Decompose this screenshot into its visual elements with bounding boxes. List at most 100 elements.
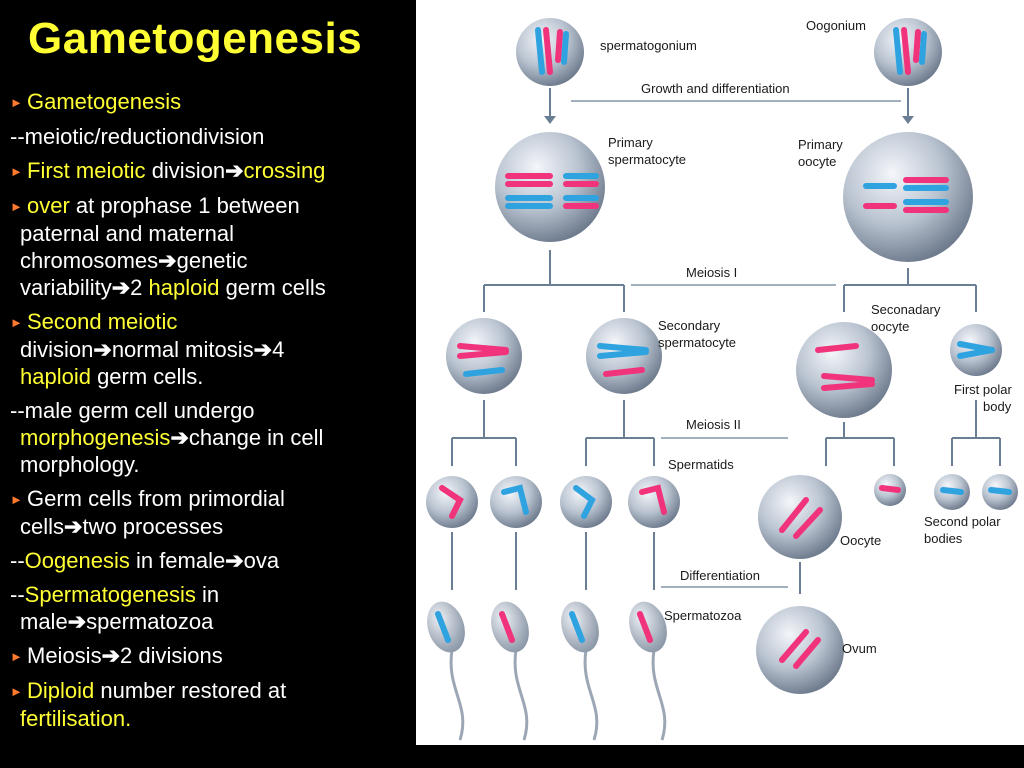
- highlighted-term: haploid: [20, 364, 91, 389]
- primary-oocyte-cell: [843, 132, 973, 262]
- chromosome: [901, 27, 911, 75]
- bullet-marker-icon: ►: [10, 164, 23, 179]
- bullet-line: paternal and maternal: [10, 220, 418, 247]
- bullet-text: male: [20, 609, 68, 634]
- chromosome: [919, 31, 927, 65]
- chromosome: [597, 343, 649, 353]
- label-spermatogonium: spermatogonium: [600, 38, 697, 53]
- chromosome: [637, 611, 653, 643]
- chromosome: [543, 27, 553, 75]
- chromosome: [913, 29, 921, 63]
- label-primary-oocyte-2: oocyte: [798, 154, 836, 169]
- label-primary-spermatocyte-2: spermatocyte: [608, 152, 686, 167]
- bullet-text: 2: [130, 275, 149, 300]
- bullet-text: change in cell: [188, 425, 324, 450]
- bullet-text: number restored at: [94, 678, 287, 703]
- chromosome: [779, 629, 809, 663]
- bullet-line: variability➔2 haploid germ cells: [10, 274, 418, 301]
- bullet-text: --: [10, 582, 25, 607]
- arrow-icon: ➔: [158, 248, 177, 273]
- label-primary-spermatocyte-1: Primary: [608, 135, 653, 150]
- gametogenesis-diagram: spermatogonium Oogonium Growth and diffe…: [416, 0, 1024, 745]
- arrow-icon: ➔: [67, 609, 87, 634]
- bullet-text: cells: [20, 514, 65, 539]
- chromosome: [879, 485, 901, 493]
- label-oocyte: Oocyte: [840, 533, 881, 548]
- chromosome: [435, 611, 451, 643]
- bullet-line: ►Gametogenesis: [10, 88, 418, 116]
- arrowhead-icon: [902, 116, 914, 124]
- slide-title: Gametogenesis: [28, 14, 363, 63]
- bullet-line: ►Germ cells from primordial: [10, 485, 418, 513]
- bullet-list: ►Gametogenesis --meiotic/reductiondivisio…: [10, 88, 418, 732]
- arrow-icon: ➔: [93, 337, 112, 362]
- chromosome: [501, 484, 529, 515]
- chromosome: [639, 484, 667, 515]
- chromosome: [457, 349, 509, 359]
- chromosome: [457, 343, 509, 353]
- chromosome: [988, 487, 1012, 495]
- ovum-cell: [756, 606, 844, 694]
- bullet-text: morphology.: [20, 452, 140, 477]
- bullet-line: --meiotic/reductiondivision: [10, 123, 418, 150]
- secondary-oocyte-cell: [796, 322, 892, 418]
- arrow-icon: ➔: [225, 158, 244, 183]
- bullet-marker-icon: ►: [10, 315, 23, 330]
- bullet-text: variability: [20, 275, 112, 300]
- highlighted-term: morphogenesis: [20, 425, 171, 450]
- spermatid-cell: [426, 476, 478, 528]
- bullet-line: chromosomes➔genetic: [10, 247, 418, 274]
- bullet-marker-icon: ►: [10, 95, 23, 110]
- highlighted-term: Diploid: [27, 678, 95, 703]
- label-oogonium: Oogonium: [806, 18, 866, 33]
- spermatozoon: [491, 601, 529, 741]
- label-meiosis-1: Meiosis I: [686, 265, 737, 280]
- bullet-text: in female: [129, 548, 226, 573]
- arrow-icon: ➔: [170, 425, 189, 450]
- bullet-text: Meiosis: [27, 643, 102, 668]
- spermatozoon: [427, 601, 465, 741]
- label-differentiation: Differentiation: [680, 568, 760, 583]
- chromosome: [555, 29, 563, 63]
- label-primary-oocyte-1: Primary: [798, 137, 843, 152]
- bullet-line: ►Meiosis➔2 divisions: [10, 642, 418, 670]
- bullet-text: at prophase 1 between: [69, 193, 300, 218]
- bullet-text: germ cells: [219, 275, 326, 300]
- bullet-line: --Oogenesis in female➔ova: [10, 547, 418, 574]
- label-ovum: Ovum: [842, 641, 877, 656]
- chromosome: [821, 373, 875, 383]
- label-spermatozoa: Spermatozoa: [664, 608, 742, 623]
- label-meiosis-2: Meiosis II: [686, 417, 741, 432]
- bullet-line: ►First meiotic division➔crossing: [10, 157, 418, 185]
- bullet-text: in: [195, 582, 220, 607]
- chromosome: [957, 347, 995, 359]
- bullet-text: spermatozoa: [86, 609, 214, 634]
- bullet-text: --meiotic/reductiondivision: [10, 124, 265, 149]
- bullet-text: germ cells.: [90, 364, 204, 389]
- bullet-text: normal mitosis: [111, 337, 254, 362]
- arrow-icon: ➔: [111, 275, 131, 300]
- arrowhead-icon: [544, 116, 556, 124]
- bullet-line: cells➔two processes: [10, 513, 418, 540]
- chromosome: [439, 485, 464, 519]
- bullet-line: morphology.: [10, 451, 418, 478]
- oocyte-cell: [758, 475, 842, 559]
- bullet-line: fertilisation.: [10, 705, 418, 732]
- bullet-text: chromosomes: [20, 248, 159, 273]
- bullet-text: Germ cells from primordial: [27, 486, 285, 511]
- label-second-polar-bodies-2: bodies: [924, 531, 963, 546]
- label-spermatids: Spermatids: [668, 457, 734, 472]
- arrow-icon: ➔: [64, 514, 83, 539]
- bullet-text: 4: [272, 337, 285, 362]
- chromosome: [603, 367, 645, 377]
- bullet-marker-icon: ►: [10, 684, 23, 699]
- label-second-polar-bodies-1: Second polar: [924, 514, 1001, 529]
- highlighted-term: haploid: [148, 275, 220, 300]
- bullet-marker-icon: ►: [10, 649, 23, 664]
- spermatozoon: [629, 601, 667, 741]
- label-secondary-spermatocyte-1: Secondary: [658, 318, 721, 333]
- spermatid-cell: [628, 476, 680, 528]
- bullet-line: haploid germ cells.: [10, 363, 418, 390]
- highlighted-term: over: [27, 193, 70, 218]
- bullet-line: ► Diploid number restored at: [10, 677, 418, 705]
